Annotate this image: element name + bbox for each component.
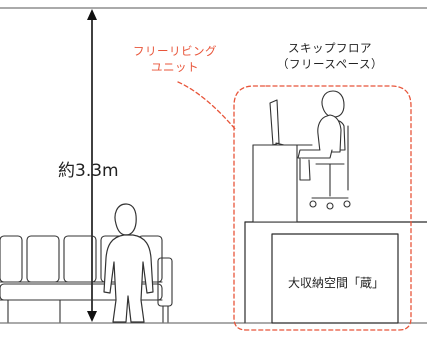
free-living-unit-label-line2: ユニット bbox=[151, 60, 199, 74]
height-dimension-arrow bbox=[87, 9, 97, 322]
height-dimension-label: 約3.3m bbox=[58, 161, 119, 181]
desk-workstation-illustration bbox=[252, 90, 351, 223]
skip-floor-structure bbox=[244, 221, 427, 324]
free-living-unit-label-line1: フリーリビング bbox=[133, 44, 217, 58]
standing-person-illustration bbox=[103, 203, 154, 323]
storage-space-label: 大収納空間「蔵」 bbox=[287, 276, 384, 290]
skip-floor-label-line1: スキップフロア bbox=[288, 41, 372, 55]
dashed-unit-outline bbox=[177, 81, 412, 331]
skip-floor-label-line2: （フリースペース） bbox=[276, 57, 384, 71]
